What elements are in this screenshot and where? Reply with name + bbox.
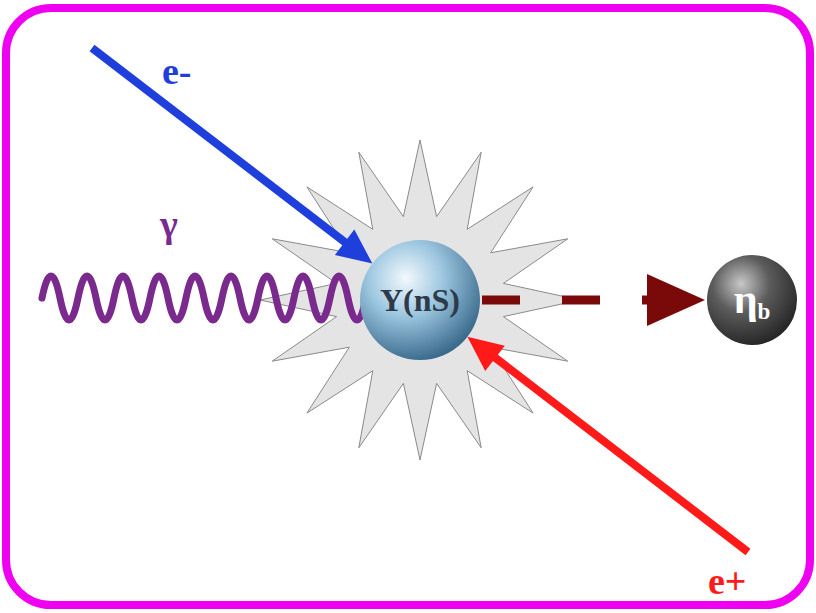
particle-name: ηb bbox=[734, 278, 771, 323]
electron-label: e- bbox=[162, 52, 192, 90]
resonance-sphere: Y(nS) bbox=[360, 240, 480, 360]
arrow-head bbox=[647, 274, 705, 326]
photon-wave bbox=[42, 276, 366, 320]
frame bbox=[6, 8, 810, 605]
positron-arrow bbox=[467, 337, 748, 552]
meson-sphere: ηb bbox=[707, 255, 797, 345]
particle-name: Y(nS) bbox=[380, 284, 460, 316]
electron-arrow bbox=[92, 48, 372, 264]
interaction-burst bbox=[260, 140, 580, 460]
dashed-line bbox=[482, 296, 647, 305]
positron-label: e+ bbox=[708, 562, 747, 600]
photon-label: γ bbox=[160, 205, 178, 243]
sphere-shape bbox=[360, 240, 480, 360]
decay-arrow bbox=[482, 274, 705, 326]
sphere-shape bbox=[707, 255, 797, 345]
